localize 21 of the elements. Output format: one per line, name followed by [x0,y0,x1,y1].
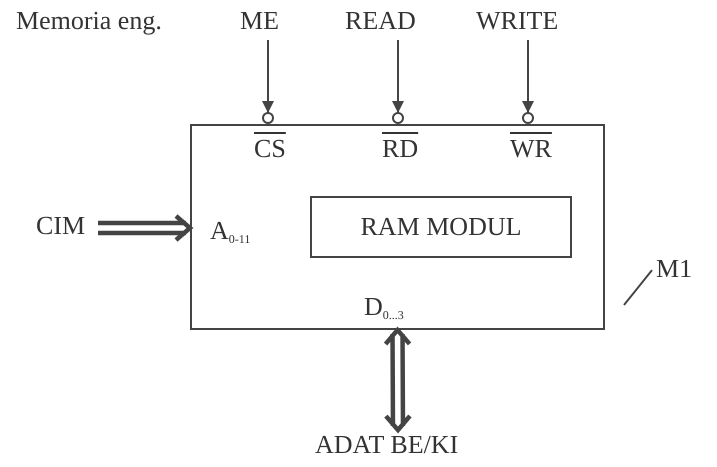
pin-label: A$_{0-11}$ [210,218,250,245]
leader-line [623,269,653,306]
arrow [522,40,534,113]
signal-label: CIM [36,213,86,239]
pin-label: CS [254,136,286,162]
pin-label: WR [510,136,552,162]
pin-label: D$_{0...3}$ [364,294,404,321]
signal-label: READ [345,8,416,34]
module-box [310,196,572,258]
bus-arrow [96,214,194,242]
bus-arrow [383,326,412,434]
signal-label: ME [240,8,279,34]
module-title: RAM MODUL [360,214,522,240]
caption-text: Memoria eng. [16,8,162,34]
arrow [392,40,404,113]
signal-label: M1 [656,256,692,282]
pin-label: RD [382,136,418,162]
signal-label: WRITE [476,8,558,34]
module-box [190,124,605,330]
arrow [262,40,274,113]
signal-label: ADAT BE/KI [315,432,458,458]
